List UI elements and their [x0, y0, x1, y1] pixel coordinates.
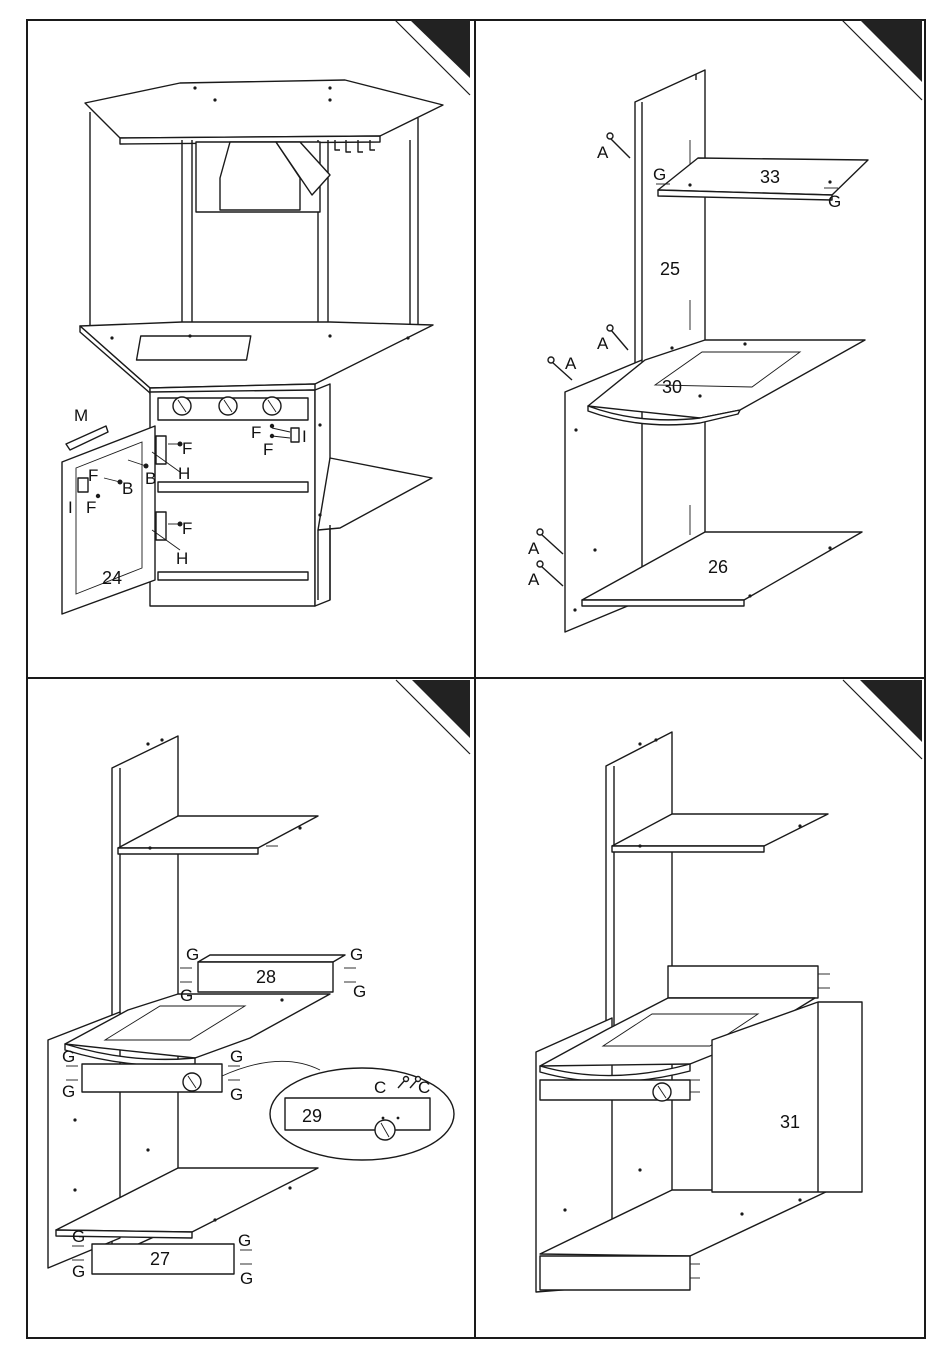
- panel-step-bottom-left: G G G G G G G G G G G C C 28 29 27 G: [48, 736, 454, 1288]
- label-A: A: [528, 539, 540, 558]
- part-number-27: 27: [150, 1249, 170, 1269]
- label-I: I: [302, 427, 307, 446]
- label-A: A: [597, 334, 609, 353]
- label-G: G: [72, 1262, 85, 1281]
- label-G: G: [828, 192, 841, 211]
- panel-step-top-right: A A A A A G G 33 25 30 26: [528, 70, 868, 632]
- label-F: F: [182, 519, 192, 538]
- step-corner-tab-4: [860, 680, 922, 742]
- step-corner-tab-2: [860, 20, 922, 82]
- label-C: C: [374, 1078, 386, 1097]
- label-H: H: [176, 549, 188, 568]
- label-G: G: [180, 986, 193, 1005]
- panel-step-bottom-right: 31: [536, 732, 862, 1292]
- label-B: B: [122, 479, 133, 498]
- label-G: G: [240, 1269, 253, 1288]
- label-G: G: [350, 945, 363, 964]
- label-G: G: [238, 1231, 251, 1250]
- part-number-24: 24: [102, 568, 122, 588]
- label-F: F: [88, 466, 98, 485]
- step-corner-tab-1: [410, 20, 470, 78]
- label-G: G: [230, 1085, 243, 1104]
- label-F: F: [86, 498, 96, 517]
- part-number-29: 29: [302, 1106, 322, 1126]
- label-I: I: [68, 498, 73, 517]
- panel-step-top-left: M B B F F F F F F H H I I 24: [62, 80, 443, 614]
- part-number-31: 31: [780, 1112, 800, 1132]
- part-number-25: 25: [660, 259, 680, 279]
- label-G: G: [62, 1047, 75, 1066]
- label-G: G: [230, 1047, 243, 1066]
- part-number-33: 33: [760, 167, 780, 187]
- label-F: F: [263, 440, 273, 459]
- label-G: G: [653, 165, 666, 184]
- step-corner-tab-3: [412, 680, 470, 738]
- part-number-30: 30: [662, 377, 682, 397]
- label-M: M: [74, 406, 88, 425]
- label-A: A: [597, 143, 609, 162]
- label-G: G: [186, 945, 199, 964]
- label-G: G: [62, 1082, 75, 1101]
- label-B: B: [145, 469, 156, 488]
- label-A: A: [565, 354, 577, 373]
- label-F: F: [182, 439, 192, 458]
- label-G: G: [353, 982, 366, 1001]
- part-number-26: 26: [708, 557, 728, 577]
- label-C: C: [418, 1078, 430, 1097]
- label-H: H: [178, 464, 190, 483]
- label-G: G: [72, 1227, 85, 1246]
- label-A: A: [528, 570, 540, 589]
- part-number-28: 28: [256, 967, 276, 987]
- label-F: F: [251, 423, 261, 442]
